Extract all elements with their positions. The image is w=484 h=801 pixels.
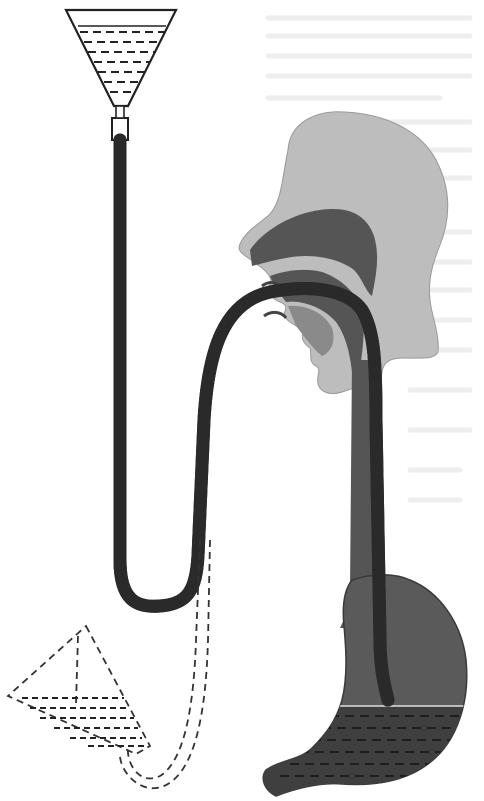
funnel-raised bbox=[66, 10, 176, 106]
funnel-lowered-dashed bbox=[8, 540, 210, 788]
stomach-liquid bbox=[260, 706, 480, 801]
